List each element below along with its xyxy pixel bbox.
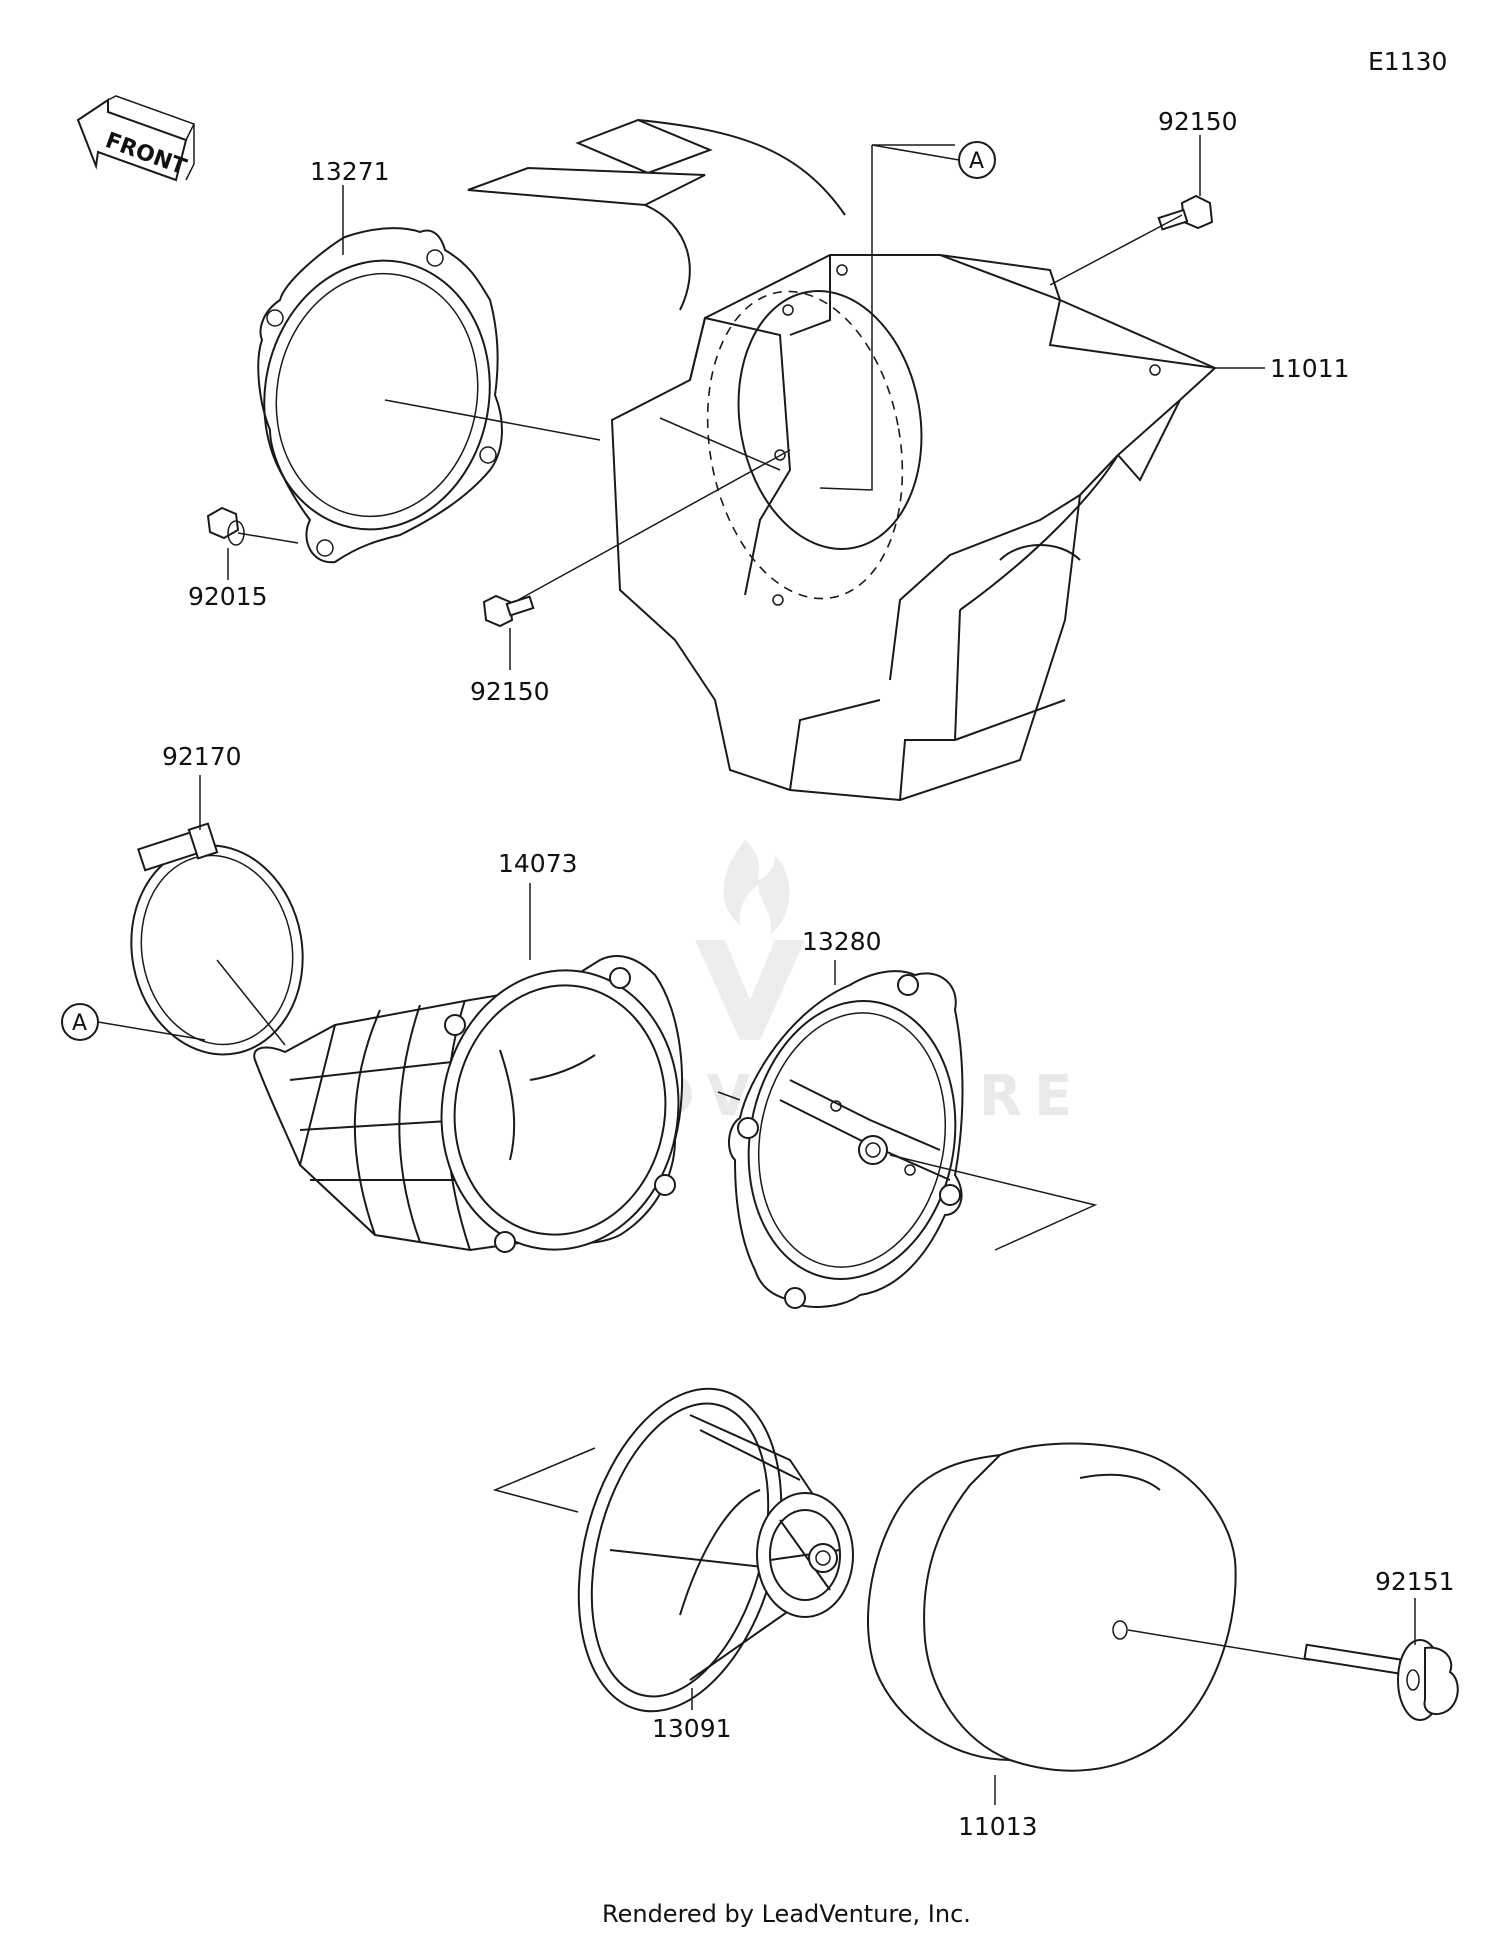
holder-plate-13280 (717, 970, 964, 1309)
front-arrow-icon: FRONT (76, 95, 196, 182)
part-label-92150-bottom: 92150 (470, 677, 550, 706)
part-label-11011: 11011 (1270, 354, 1350, 383)
filter-element-11013 (867, 1442, 1237, 1772)
air-cleaner-case-11011 (467, 118, 1217, 802)
callout-a-left-letter: A (72, 1011, 87, 1036)
part-label-92150-top: 92150 (1158, 107, 1238, 136)
diagram-id: E1130 (1368, 47, 1447, 76)
part-label-92015: 92015 (188, 582, 268, 611)
callout-a-top: A (958, 141, 996, 179)
part-label-92151: 92151 (1375, 1567, 1455, 1596)
intake-duct-14073 (253, 955, 683, 1253)
bolt-92150-bottom (482, 594, 535, 628)
footer-credit: Rendered by LeadVenture, Inc. (602, 1900, 971, 1928)
element-frame-13091 (577, 1387, 854, 1713)
part-label-14073: 14073 (498, 849, 578, 878)
callout-a-left: A (61, 1003, 99, 1041)
callout-a-top-letter: A (969, 149, 984, 174)
part-label-11013: 11013 (958, 1812, 1038, 1841)
gasket-13271 (257, 227, 503, 564)
part-label-13271: 13271 (310, 157, 390, 186)
part-label-13280: 13280 (802, 927, 882, 956)
nut-92015 (206, 506, 245, 546)
wing-bolt-92151 (1127, 1629, 1459, 1721)
bolt-92150-top (1157, 194, 1214, 231)
part-label-92170: 92170 (162, 742, 242, 771)
part-label-13091: 13091 (652, 1714, 732, 1743)
clamp-92170 (130, 822, 304, 1056)
